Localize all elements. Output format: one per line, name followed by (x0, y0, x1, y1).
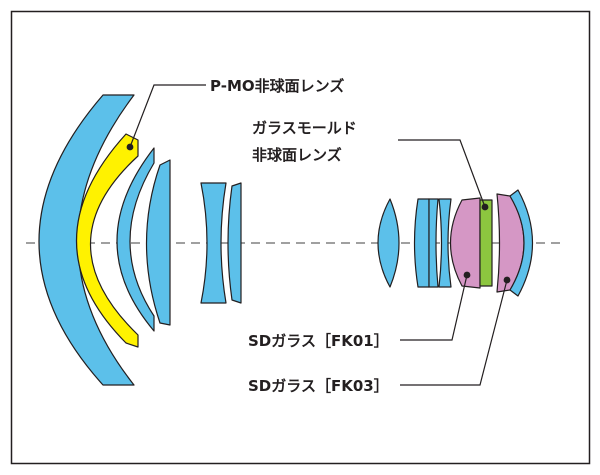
sd-fk01-lens (449, 197, 481, 289)
glass-mold-label-line2: 非球面レンズ (252, 146, 342, 164)
sd-fk03-label: SDガラス［FK03］ (248, 377, 389, 395)
glass-mold-aspherical-lens (479, 199, 493, 287)
meniscus-lens-3 (116, 147, 155, 332)
biconvex-lens-7 (377, 198, 400, 288)
pmo-aspherical-label: P-MO非球面レンズ (210, 77, 344, 95)
biconcave-lens-5 (200, 182, 227, 304)
meniscus-lens-4 (145, 159, 171, 326)
pmo-leader-line (129, 84, 206, 148)
lens-8 (413, 198, 430, 288)
pmo-aspherical-lens (76, 133, 139, 348)
glass-mold-label-line1: ガラスモールド (252, 119, 357, 137)
glass-mold-leader-line (398, 139, 486, 208)
sd-fk01-label: SDガラス［FK01］ (248, 332, 389, 350)
fk03-leader-line (400, 279, 508, 386)
diagram-frame (10, 10, 591, 465)
rear-meniscus-lens (509, 189, 533, 297)
lens-10 (438, 198, 452, 288)
fk01-leader-line (400, 274, 468, 341)
front-meniscus-lens (38, 94, 135, 386)
lens-9 (428, 198, 439, 288)
meniscus-lens-6 (227, 182, 242, 304)
